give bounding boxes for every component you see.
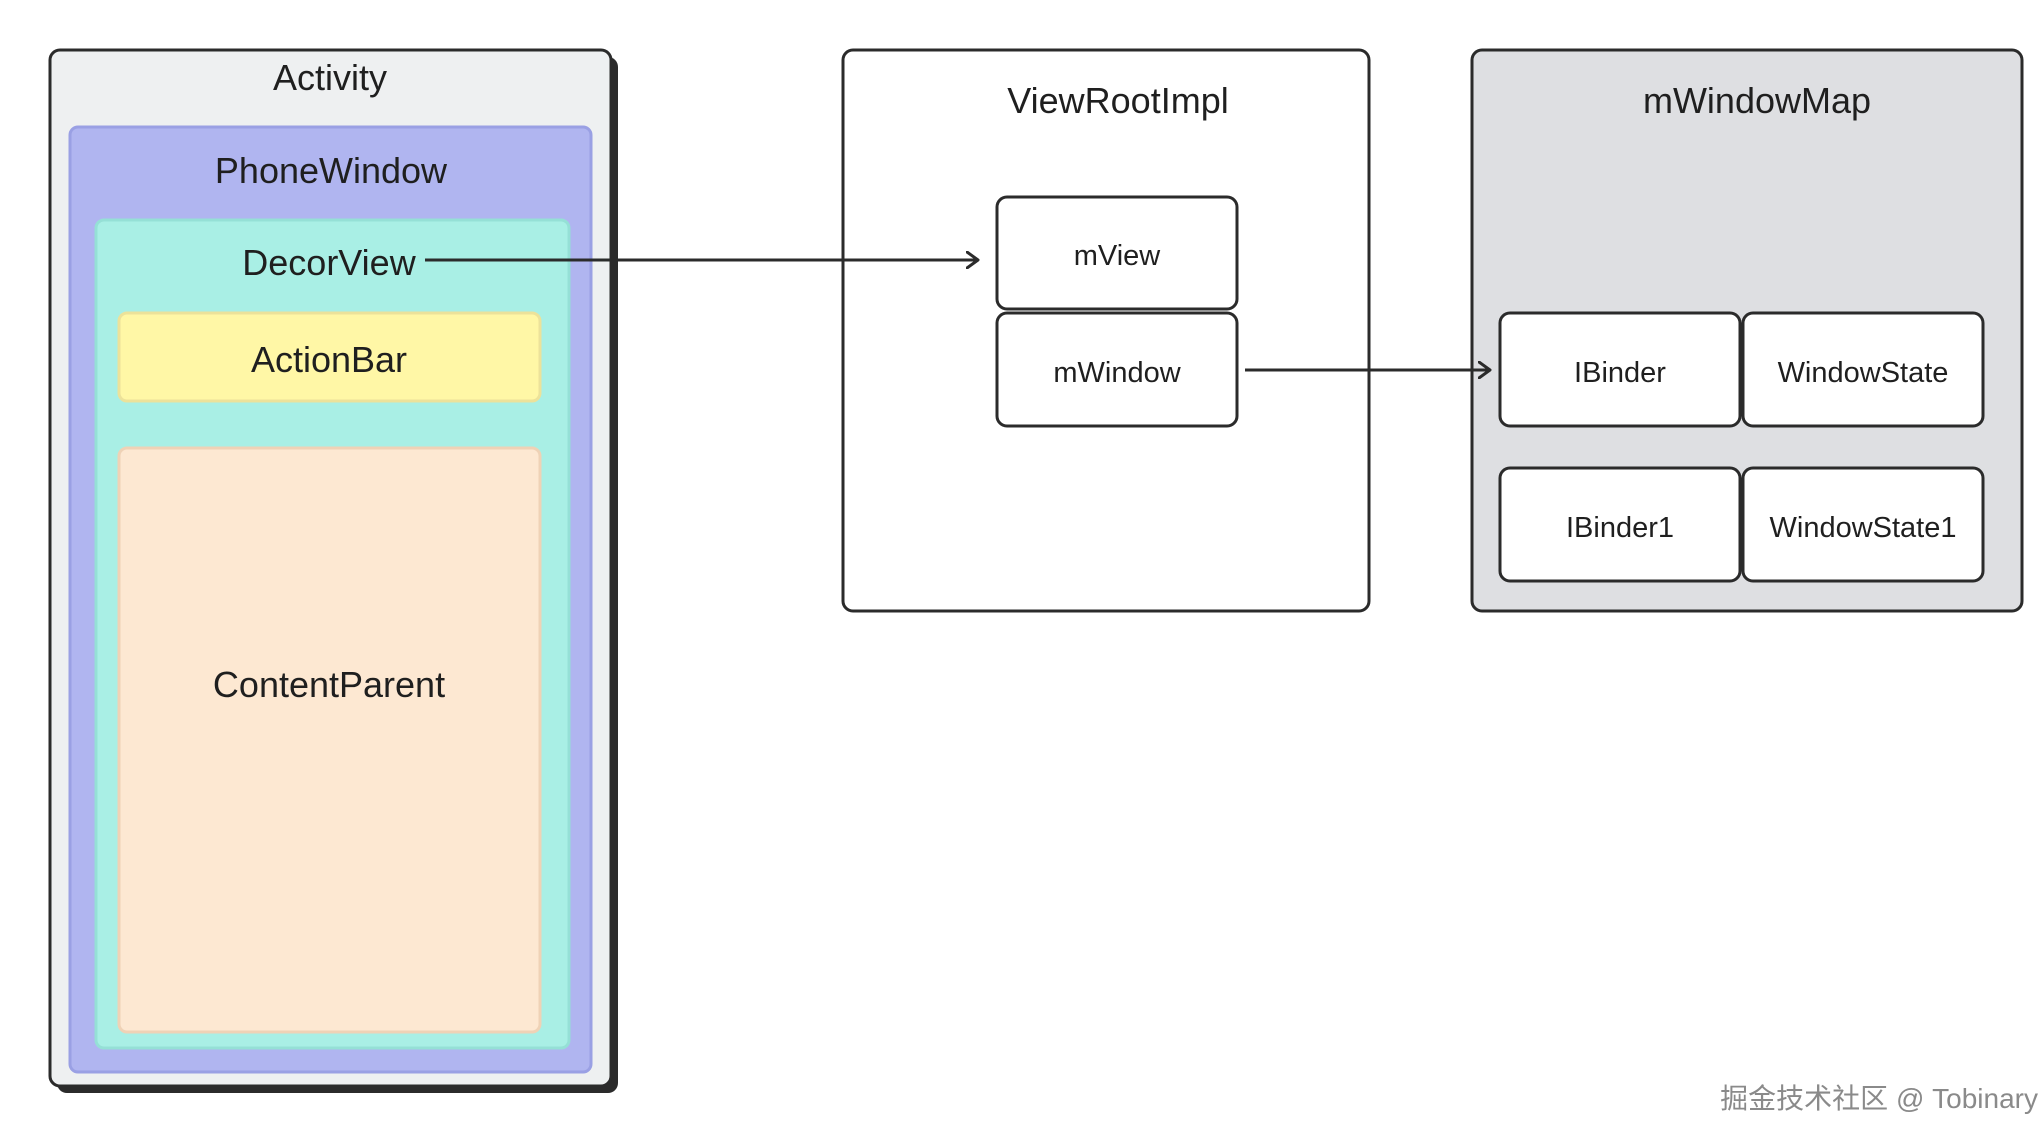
action-bar-box: ActionBar xyxy=(117,311,542,403)
window-state-box xyxy=(1741,311,1985,428)
decor-view-title: DecorView xyxy=(242,242,416,283)
window-state1-box xyxy=(1741,466,1985,583)
activity-title: Activity xyxy=(273,57,387,98)
window-map-entry: IBinder WindowState xyxy=(1498,311,1985,428)
action-bar-label: ActionBar xyxy=(251,339,407,380)
window-map-title: mWindowMap xyxy=(1643,80,1871,121)
window-state-label: WindowState xyxy=(1778,357,1949,389)
m-window-box xyxy=(995,311,1239,428)
content-parent-frame xyxy=(117,446,542,1034)
view-root-impl-title: ViewRootImpl xyxy=(1007,80,1228,121)
view-root-impl-box: ViewRootImpl mView mWindow xyxy=(841,48,1371,613)
window-map-entry: IBinder1 WindowState1 xyxy=(1498,466,1985,583)
window-map-box: mWindowMap IBinder WindowState IBinder1 … xyxy=(1470,48,2024,613)
m-window-label: mWindow xyxy=(1053,357,1181,389)
content-parent-box: ContentParent xyxy=(117,446,542,1034)
action-bar-frame xyxy=(117,311,542,403)
ibinder1-label: IBinder1 xyxy=(1566,512,1674,544)
content-parent-label: ContentParent xyxy=(213,664,445,705)
m-view-label: mView xyxy=(1074,240,1162,272)
phone-window-title: PhoneWindow xyxy=(215,150,448,191)
watermark-text: 掘金技术社区 @ Tobinary xyxy=(1720,1083,2038,1114)
ibinder-label: IBinder xyxy=(1574,357,1666,389)
m-view-box xyxy=(995,195,1239,311)
ibinder1-box xyxy=(1498,466,1742,583)
ibinder-box xyxy=(1498,311,1742,428)
window-state1-label: WindowState1 xyxy=(1770,512,1957,544)
